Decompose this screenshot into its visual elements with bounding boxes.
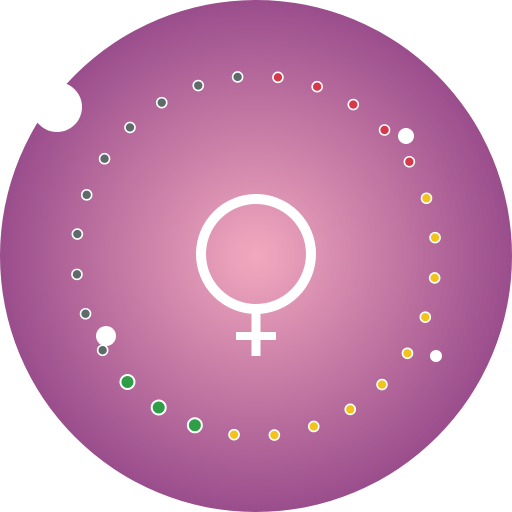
cycle-day-dot-16: [186, 417, 203, 434]
cycle-day-dot-19: [96, 344, 109, 357]
cycle-day-dot-21: [71, 268, 83, 281]
highlight-marker-bottom-right: [430, 350, 442, 362]
cycle-day-dot-3: [347, 98, 360, 111]
cycle-day-dot-23: [80, 189, 93, 201]
cycle-day-dot-18: [119, 374, 136, 390]
highlight-marker-top-right: [398, 128, 414, 144]
cycle-day-dot-14: [268, 429, 281, 441]
cycle-day-dot-2: [311, 80, 323, 93]
cycle-day-dot-13: [307, 420, 320, 433]
cycle-day-dot-6: [420, 192, 433, 205]
cycle-ring: [71, 71, 441, 441]
corner-notch: [32, 82, 82, 132]
cycle-day-dot-11: [376, 378, 388, 391]
cycle-day-dot-17: [150, 399, 167, 416]
cycle-day-dot-1: [272, 71, 284, 84]
cycle-day-dot-7: [429, 231, 441, 244]
cycle-day-dot-25: [124, 121, 136, 134]
cycle-day-dot-24: [98, 152, 111, 165]
cycle-day-dot-27: [192, 79, 205, 92]
cycle-day-dot-20: [79, 307, 92, 320]
cycle-day-dot-5: [403, 155, 416, 168]
cycle-day-dot-10: [401, 347, 414, 360]
cycle-day-dot-8: [428, 272, 441, 284]
cycle-day-dot-15: [228, 428, 240, 441]
highlight-markers: [96, 128, 442, 362]
venus-symbol-icon: [196, 194, 316, 356]
cycle-day-dot-22: [71, 228, 84, 240]
cycle-day-dot-9: [419, 311, 432, 323]
highlight-marker-left: [96, 326, 116, 346]
cycle-day-dot-28: [231, 71, 244, 83]
cycle-day-dot-4: [378, 124, 391, 136]
cycle-day-dot-12: [344, 403, 357, 416]
cycle-day-dot-26: [155, 96, 168, 109]
